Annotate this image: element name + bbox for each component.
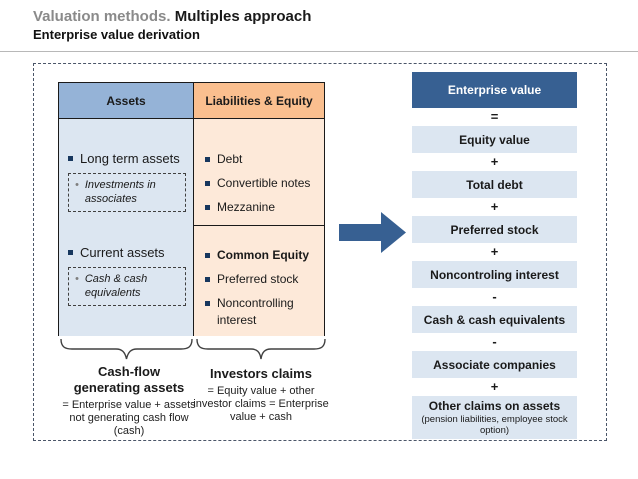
caption-subtext: = Enterprise value + assets not generati… — [62, 399, 196, 437]
operator-equals: = — [490, 109, 499, 124]
asset-subitem-label: Investments in associates — [84, 179, 156, 205]
right-arrow-icon — [339, 212, 406, 258]
balance-sheet-header-row: Assets Liabilities & Equity — [58, 82, 325, 119]
asset-group-item: Current assets — [68, 244, 186, 261]
caption-title: Investors claims — [210, 366, 312, 381]
asset-subitem-label: Cash & cash equivalents — [84, 273, 148, 299]
content-panel — [33, 63, 607, 441]
page-title-main: Multiples approach — [170, 8, 312, 25]
square-bullet-icon — [68, 156, 73, 161]
operator-plus: + — [490, 244, 499, 259]
ev-item-label: Associate companies — [433, 357, 556, 372]
ev-item-label: Preferred stock — [450, 222, 539, 237]
page-subtitle: Enterprise value derivation — [33, 27, 200, 42]
equity-section: Common Equity Preferred stock Noncontrol… — [194, 226, 324, 336]
caption-investors-claims: Investors claims = Equity value + other … — [192, 366, 330, 424]
asset-group-label: Long term assets — [80, 151, 180, 166]
square-bullet-icon — [205, 301, 210, 306]
ev-item-label: Cash & cash equivalents — [423, 312, 566, 327]
liability-item: Mezzanine — [205, 199, 320, 216]
asset-subitem-box: • Cash & cash equivalents — [68, 267, 186, 306]
ev-item-other-claims: Other claims on assets (pension liabilit… — [412, 396, 577, 439]
operator-plus: + — [490, 199, 499, 214]
equity-label: Noncontrolling interest — [217, 296, 294, 327]
dot-bullet-icon: • — [75, 179, 79, 191]
ev-item-cash-equivalents: Cash & cash equivalents — [412, 306, 577, 333]
square-bullet-icon — [205, 277, 210, 282]
assets-column: Long term assets • Investments in associ… — [59, 119, 193, 336]
liability-label: Convertible notes — [217, 176, 311, 190]
square-bullet-icon — [205, 181, 210, 186]
assets-header-cell: Assets — [59, 83, 193, 118]
liability-label: Debt — [217, 152, 243, 166]
page-title-prefix: Valuation methods. — [33, 8, 171, 25]
ev-item-noncontrolling-interest: Noncontroling interest — [412, 261, 577, 288]
equity-item: Common Equity — [205, 247, 320, 264]
equity-item: Noncontrolling interest — [205, 295, 320, 329]
enterprise-value-header: Enterprise value — [412, 72, 577, 108]
caption-cashflow-assets: Cash-flow generating assets = Enterprise… — [56, 364, 202, 438]
operator-plus: + — [490, 154, 499, 169]
page-title: Valuation methods. Multiples approach — [33, 8, 311, 25]
ev-item-associate-companies: Associate companies — [412, 351, 577, 378]
square-bullet-icon — [205, 157, 210, 162]
enterprise-value-stack: Enterprise value = Equity value + Total … — [412, 72, 577, 439]
liabilities-header-cell: Liabilities & Equity — [193, 83, 324, 118]
square-bullet-icon — [205, 253, 210, 258]
balance-sheet-table: Assets Liabilities & Equity Long term as… — [58, 82, 325, 336]
operator-minus: - — [492, 289, 497, 304]
ev-item-label: Total debt — [466, 177, 523, 192]
caption-title: Cash-flow generating assets — [73, 364, 185, 395]
ev-item-note: (pension liabilities, employee stock opt… — [421, 414, 568, 436]
balance-sheet-body: Long term assets • Investments in associ… — [58, 119, 325, 336]
square-bullet-icon — [68, 250, 73, 255]
ev-item-preferred-stock: Preferred stock — [412, 216, 577, 243]
operator-plus: + — [490, 379, 499, 394]
liability-label: Mezzanine — [217, 200, 276, 214]
liability-item: Convertible notes — [205, 175, 320, 192]
ev-item-equity-value: Equity value — [412, 126, 577, 153]
ev-item-total-debt: Total debt — [412, 171, 577, 198]
spacer — [68, 212, 186, 244]
left-underbrace-icon — [60, 338, 193, 362]
caption-subtext: = Equity value + other investor claims =… — [193, 385, 329, 423]
header-divider — [0, 51, 638, 52]
ev-item-label: Other claims on assets — [428, 399, 561, 413]
debt-section: Debt Convertible notes Mezzanine — [194, 119, 324, 226]
operator-minus: - — [492, 334, 497, 349]
square-bullet-icon — [205, 205, 210, 210]
dot-bullet-icon: • — [75, 273, 79, 285]
equity-label: Preferred stock — [217, 272, 299, 286]
asset-subitem-box: • Investments in associates — [68, 173, 186, 212]
liabilities-column: Debt Convertible notes Mezzanine Common … — [193, 119, 324, 336]
right-underbrace-icon — [196, 338, 326, 362]
liability-item: Debt — [205, 151, 320, 168]
equity-item: Preferred stock — [205, 271, 320, 288]
asset-group-item: Long term assets — [68, 150, 186, 167]
ev-item-label: Equity value — [459, 132, 530, 147]
asset-group-label: Current assets — [80, 245, 165, 260]
ev-item-label: Noncontroling interest — [430, 267, 559, 282]
equity-label: Common Equity — [217, 248, 309, 262]
